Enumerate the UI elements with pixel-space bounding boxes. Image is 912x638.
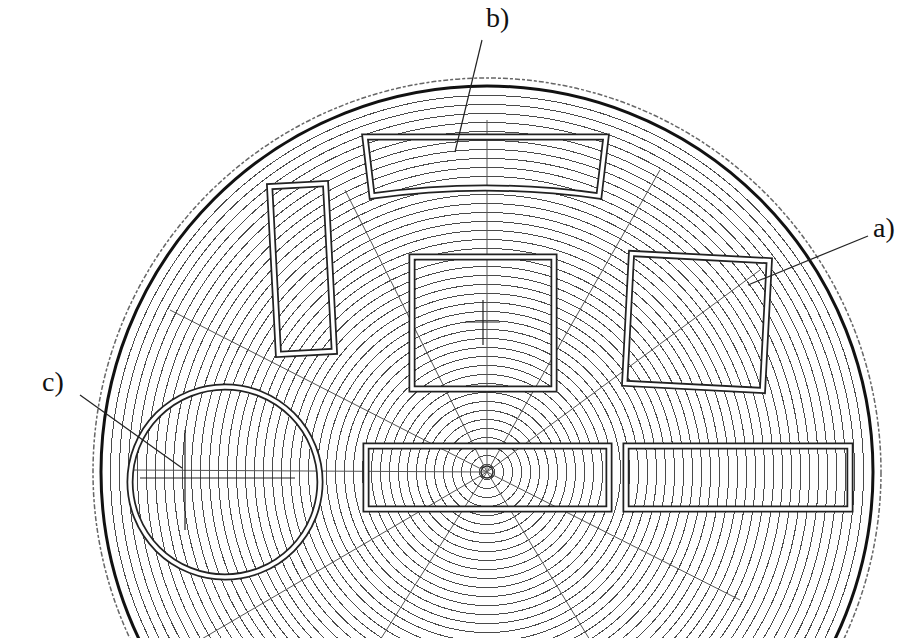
mark-line (465, 321, 500, 322)
wood-rays (130, 120, 760, 638)
mark-line (140, 477, 295, 478)
board-center (412, 257, 554, 389)
round-c (130, 387, 320, 577)
wood-ray (345, 190, 487, 472)
board-right (626, 446, 850, 509)
board-center (412, 257, 554, 389)
leader-lines (80, 40, 868, 468)
wood-ray (200, 472, 487, 638)
board-b (365, 137, 606, 196)
cut-pieces (130, 137, 850, 577)
wood-ray (380, 472, 487, 638)
board-a (625, 253, 770, 390)
leader-line (748, 236, 868, 285)
leader-line (80, 395, 182, 468)
board-tall (270, 184, 335, 355)
board-right (626, 446, 850, 509)
board-pith (366, 446, 609, 509)
log-edge (101, 86, 873, 638)
board-a (625, 253, 770, 390)
callout-letter: b) (484, 4, 511, 32)
board-b (365, 137, 606, 196)
bark-outline (93, 78, 881, 638)
round-c (130, 387, 320, 577)
callout-letter: a) (871, 214, 897, 242)
wood-ray (487, 472, 590, 638)
wood-ray (487, 120, 488, 472)
wood-ray (487, 170, 660, 472)
board-tall (270, 184, 335, 355)
board-pith (366, 446, 609, 509)
callout-letter: c) (40, 368, 66, 396)
leader-line (455, 40, 482, 152)
mark-line (184, 430, 185, 530)
wood-ray (130, 470, 487, 472)
wood-ray (487, 472, 740, 600)
